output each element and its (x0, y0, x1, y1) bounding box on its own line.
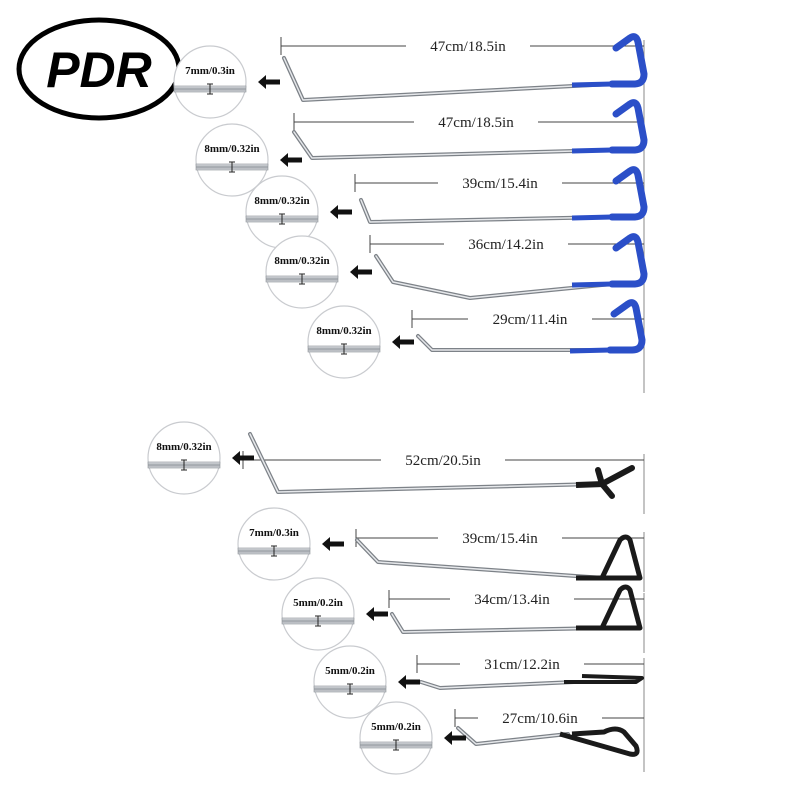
pointer-arrow-icon (350, 265, 372, 279)
pointer-arrow-icon (444, 731, 466, 745)
rod-shaft-highlight (420, 681, 575, 689)
pointer-arrow-icon (232, 451, 254, 465)
diameter-detail-circle (265, 235, 339, 309)
rod-handle (595, 465, 635, 499)
rod-handle (606, 299, 646, 354)
rod-diameter-label: 8mm/0.32in (316, 325, 371, 337)
rod-grip (571, 81, 613, 88)
rod-handle (608, 233, 648, 288)
pointer-arrow-icon (392, 335, 414, 349)
rod-item: 39cm/15.4in 8mm/0.32in (245, 166, 648, 257)
rod-length-label: 27cm/10.6in (502, 711, 578, 727)
diameter-detail-circle (313, 645, 387, 719)
rod-shaft (374, 254, 614, 300)
rod-shaft-highlight (293, 131, 613, 159)
diameter-marker-icon (181, 459, 187, 471)
rod-item: 47cm/18.5in 7mm/0.3in (173, 33, 648, 120)
diameter-marker-icon (341, 343, 347, 355)
rod-shaft-highlight (391, 613, 605, 633)
pointer-arrow-icon (330, 205, 352, 219)
rod-shaft-highlight (283, 57, 613, 101)
pointer-arrow-icon (258, 75, 280, 89)
pointer-arrow-icon (322, 537, 344, 551)
pointer-arrow-icon (366, 607, 388, 621)
rod-handle (559, 726, 640, 757)
diameter-detail-circle (147, 421, 221, 495)
rod-length-label: 47cm/18.5in (438, 115, 514, 131)
rod-handle (576, 584, 643, 631)
rods-layer: 47cm/18.5in 7mm/0.3in 47cm/18.5in 8mm/0.32i… (147, 33, 648, 775)
diameter-marker-icon (315, 615, 321, 627)
rod-diameter-label: 8mm/0.32in (156, 441, 211, 453)
diameter-detail-circle (281, 577, 355, 651)
rod-item: 52cm/20.5in 8mm/0.32in (147, 421, 645, 514)
diameter-marker-icon (347, 683, 353, 695)
logo-text: PDR (46, 42, 152, 98)
rod-length-label: 39cm/15.4in (462, 176, 538, 192)
rod-shaft-highlight (417, 335, 611, 351)
rod-length-label: 36cm/14.2in (468, 237, 544, 253)
rod-item: 36cm/14.2in 8mm/0.32in (265, 233, 648, 318)
diameter-detail-circle (173, 45, 247, 119)
rod-diameter-label: 8mm/0.32in (274, 255, 329, 267)
diameter-marker-icon (299, 273, 305, 285)
rod-shaft-highlight (457, 727, 569, 745)
diameter-marker-icon (229, 161, 235, 173)
rod-grip (571, 214, 613, 221)
rod-handle (608, 33, 648, 88)
rod-length-label: 39cm/15.4in (462, 531, 538, 547)
rod-diameter-label: 5mm/0.2in (371, 721, 421, 733)
pointer-arrow-icon (398, 675, 420, 689)
rod-item: 31cm/12.2in 5mm/0.2in (313, 645, 645, 719)
diameter-marker-icon (279, 213, 285, 225)
diameter-detail-circle (307, 305, 381, 379)
rod-shaft (282, 56, 614, 102)
rod-length-label: 29cm/11.4in (493, 312, 568, 328)
rod-diameter-label: 5mm/0.2in (325, 665, 375, 677)
rod-shaft (416, 334, 612, 352)
rod-handle (608, 99, 648, 154)
rod-grip (571, 281, 613, 288)
rod-handle (576, 534, 643, 581)
rod-shaft-highlight (360, 199, 613, 223)
diameter-detail-circle (195, 123, 269, 197)
diameter-marker-icon (207, 83, 213, 95)
diameter-detail-circle (359, 701, 433, 775)
rod-diameter-label: 7mm/0.3in (249, 527, 299, 539)
rod-item: 47cm/18.5in 8mm/0.32in (195, 99, 648, 197)
rod-diameter-label: 8mm/0.32in (204, 143, 259, 155)
diameter-marker-icon (271, 545, 277, 557)
diameter-detail-circle (237, 507, 311, 581)
rod-length-label: 34cm/13.4in (474, 592, 550, 608)
rod-grip (571, 147, 613, 154)
rod-item: 27cm/10.6in 5mm/0.2in (359, 701, 645, 775)
pointer-arrow-icon (280, 153, 302, 167)
rod-grip (569, 347, 611, 354)
rod-shaft-highlight (249, 433, 597, 493)
rod-shaft-highlight (356, 539, 605, 579)
rod-item: 29cm/11.4in 8mm/0.32in (307, 299, 646, 393)
rod-item: 39cm/15.4in 7mm/0.3in (237, 507, 645, 592)
pdr-logo: PDR (16, 17, 182, 121)
rod-diameter-label: 5mm/0.2in (293, 597, 343, 609)
rod-length-label: 31cm/12.2in (484, 657, 560, 673)
rod-diameter-label: 8mm/0.32in (254, 195, 309, 207)
rod-length-label: 52cm/20.5in (405, 453, 481, 469)
rod-item: 34cm/13.4in 5mm/0.2in (281, 577, 645, 653)
rod-shaft-highlight (375, 255, 613, 299)
rod-handle (608, 166, 648, 221)
rod-handle (564, 674, 644, 684)
diameter-marker-icon (393, 739, 399, 751)
rod-diameter-label: 7mm/0.3in (185, 65, 235, 77)
rod-length-label: 47cm/18.5in (430, 39, 506, 55)
